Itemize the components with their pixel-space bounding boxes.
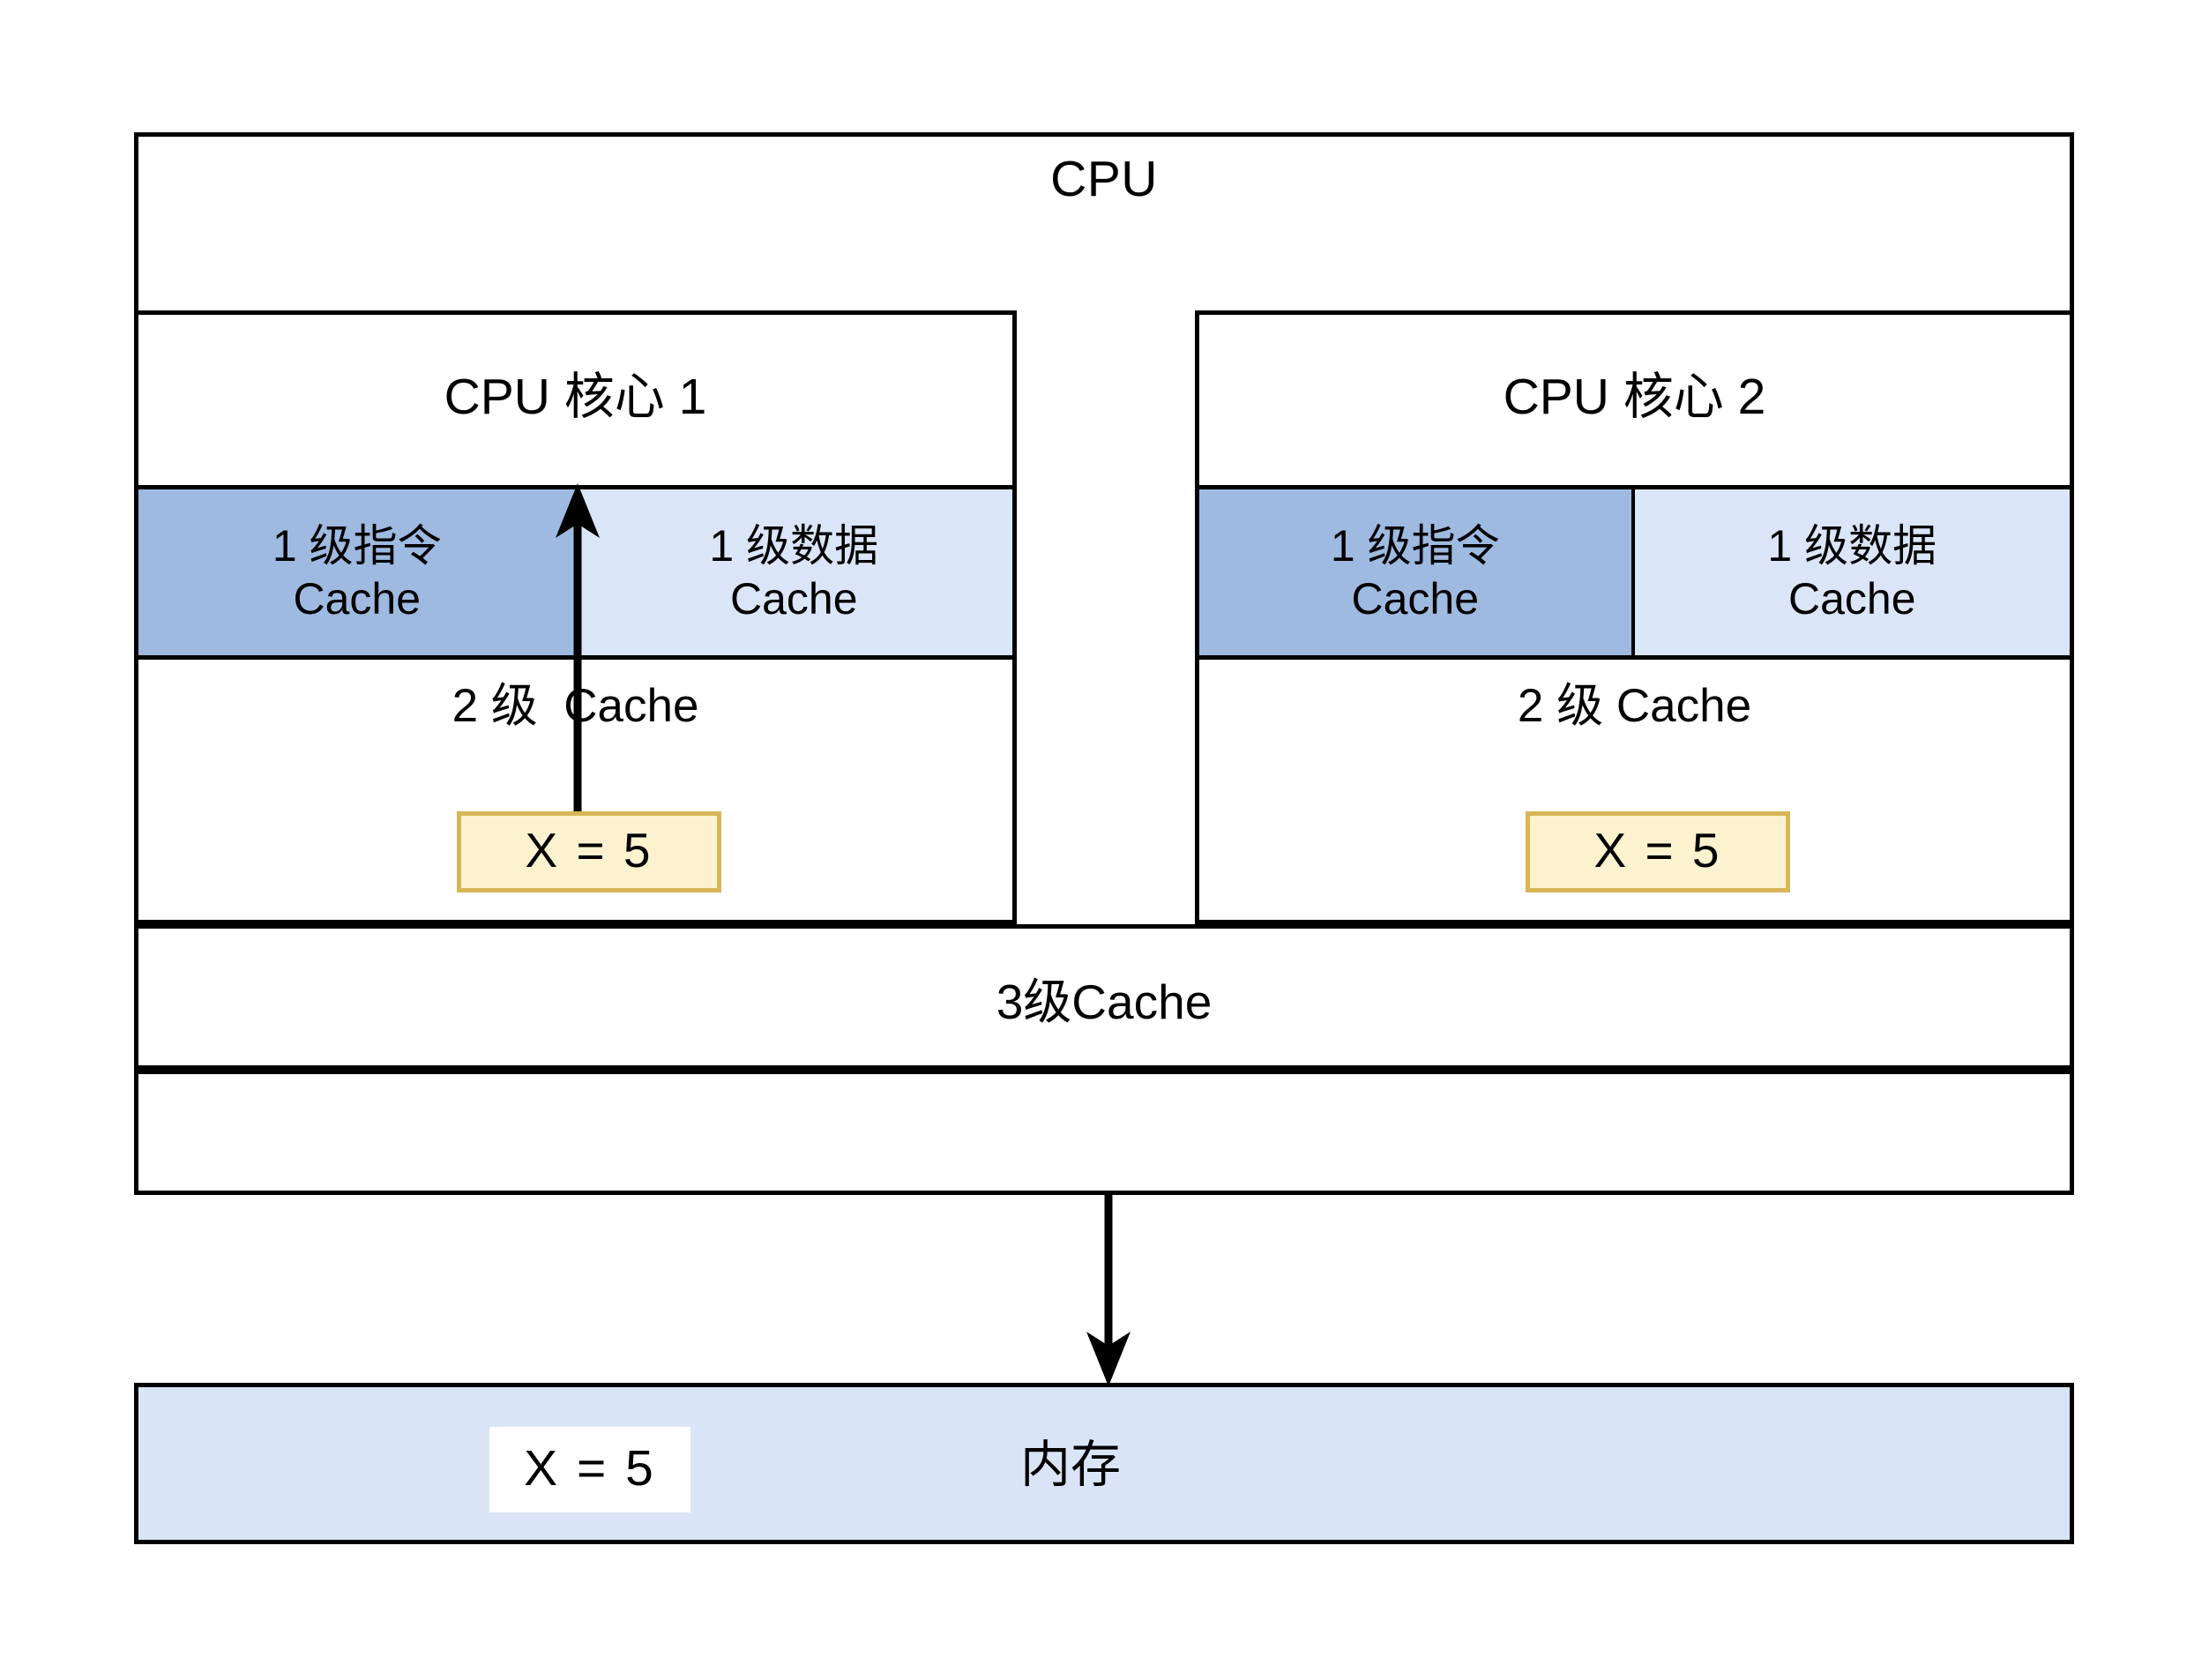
- core-2-l1-cache-strip: 1 级指令 Cache 1 级数据 Cache: [1199, 485, 2070, 660]
- cpu-label: CPU: [1050, 151, 1158, 207]
- core-1-value-chip: X = 5: [457, 811, 721, 892]
- l2-to-l1-arrow-icon: [556, 483, 600, 818]
- core-2-l2-cache-label: 2 级 Cache: [1517, 680, 1752, 732]
- l3-cache-box: 3级Cache: [134, 924, 2074, 1070]
- core-1-l1-cache-strip: 1 级指令 Cache 1 级数据 Cache: [138, 485, 1012, 660]
- cpu-bottom-blank-row: [134, 1070, 2074, 1195]
- cpu-core-2-title: CPU 核心 2: [1503, 369, 1766, 425]
- core-1-l1-instruction-line2: Cache: [293, 574, 422, 623]
- memory-value-chip: X = 5: [489, 1427, 690, 1512]
- l3-cache-label: 3级Cache: [996, 974, 1213, 1029]
- core-2-l1-data-line2: Cache: [1787, 574, 1916, 623]
- core-2-l1-data-line1: 1 级数据: [1767, 521, 1937, 571]
- core-2-l1-instruction-line2: Cache: [1351, 574, 1480, 623]
- core-1-l1-instruction-line1: 1 级指令: [272, 521, 442, 571]
- core-1-l1-data-line1: 1 级数据: [709, 521, 879, 571]
- cpu-to-memory-arrow-icon: [1086, 1192, 1131, 1386]
- core-1-l1-data-line2: Cache: [729, 574, 858, 623]
- core-2-l1-instruction-line1: 1 级指令: [1330, 521, 1500, 571]
- memory-label: 内存: [1020, 1437, 1121, 1493]
- core-1-l1-instruction-cache: 1 级指令 Cache: [138, 489, 576, 655]
- cpu-core-1-title: CPU 核心 1: [444, 369, 707, 425]
- core-2-l1-instruction-cache: 1 级指令 Cache: [1199, 489, 1635, 655]
- memory-box: X = 5 内存: [134, 1383, 2074, 1544]
- core-1-l1-data-cache: 1 级数据 Cache: [575, 489, 1012, 655]
- core-2-l1-data-cache: 1 级数据 Cache: [1634, 489, 2070, 655]
- core-2-value-chip: X = 5: [1526, 811, 1790, 892]
